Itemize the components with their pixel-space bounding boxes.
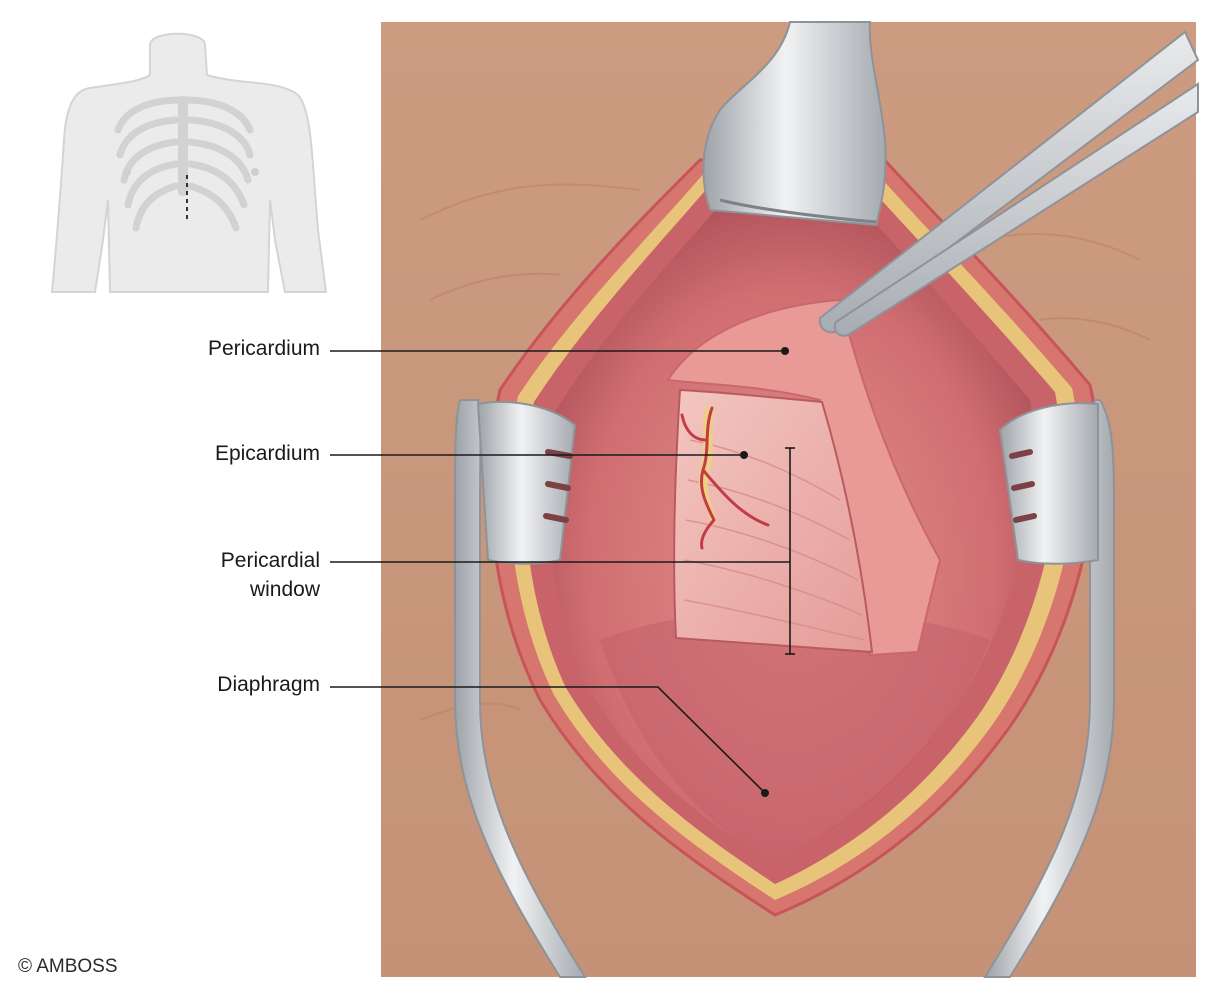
torso-thumbnail-icon <box>50 32 328 293</box>
pericardium-flap <box>666 298 942 657</box>
diaphragm-leader <box>330 686 766 794</box>
rib-spreader-icon <box>983 399 1115 978</box>
leader-lines <box>330 347 795 797</box>
forceps-icon <box>818 30 1200 337</box>
label-pericardial-window-line2: window <box>249 578 320 601</box>
copyright-notice: © AMBOSS <box>18 956 118 977</box>
label-diaphragm: Diaphragm <box>217 673 320 696</box>
label-pericardium: Pericardium <box>207 337 320 360</box>
retractor-blade-icon <box>702 21 887 227</box>
label-pericardial-window-line1: Pericardial <box>220 549 320 572</box>
label-pericardial-window: Pericardial window <box>221 546 320 604</box>
label-epicardium: Epicardium <box>214 442 320 465</box>
rib-spreader-icon <box>454 399 587 978</box>
